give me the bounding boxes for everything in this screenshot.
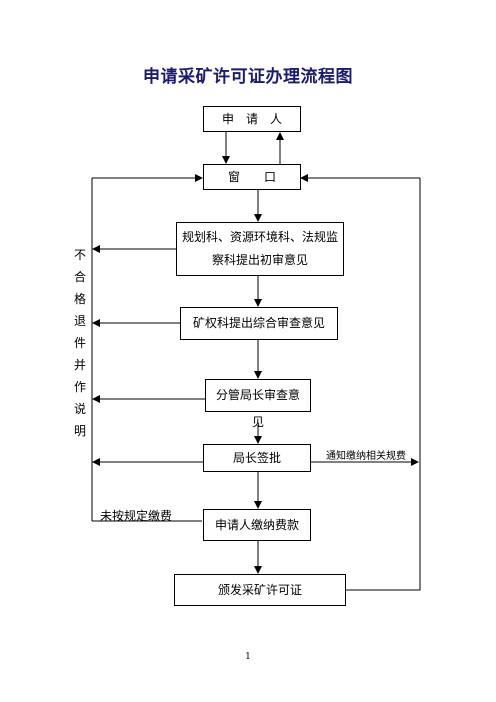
window-box: 窗 口 [203, 164, 301, 190]
deputy-director-box: 分管局长审查意 [205, 379, 311, 412]
director-sign-label: 局长签批 [232, 450, 281, 465]
reject-explanation: 不合格退件并作说明 [70, 244, 90, 442]
issue-return-line [346, 178, 421, 591]
issue-license-label: 颁发采矿许可证 [217, 582, 302, 597]
notify-fees-label: 通知缴纳相关规费 [326, 451, 406, 462]
page-number: 1 [245, 652, 251, 662]
deputy-director-line1: 分管局长审查意 [215, 388, 300, 403]
initial-review-box: 规划科、资源环境科、法规监 察科提出初审意见 [176, 222, 344, 276]
mining-rights-box: 矿权科提出综合审查意见 [180, 307, 338, 340]
unpaid-label: 未按规定缴费 [100, 509, 173, 523]
window-label: 窗 口 [227, 169, 276, 184]
reject-char: 不 [73, 248, 86, 262]
applicant-box: 申 请 人 [203, 106, 301, 132]
issue-license-box: 颁发采矿许可证 [174, 574, 346, 606]
mining-rights-label: 矿权科提出综合审查意见 [192, 316, 325, 331]
reject-char: 并 [73, 358, 86, 372]
initial-review-line2: 察科提出初审意见 [211, 253, 308, 267]
reject-char: 明 [73, 424, 86, 438]
page-title: 申请采矿许可证办理流程图 [143, 67, 353, 87]
reject-char: 件 [73, 336, 86, 350]
applicant-pays-box: 申请人缴纳费款 [203, 509, 311, 541]
reject-char: 说 [73, 402, 86, 416]
applicant-pays-label: 申请人缴纳费款 [214, 517, 299, 532]
applicant-label: 申 请 人 [221, 111, 282, 126]
deputy-director-line2: 见 [252, 415, 265, 429]
reject-char: 合 [73, 270, 86, 284]
director-sign-box: 局长签批 [203, 444, 311, 472]
initial-review-line1: 规划科、资源环境科、法规监 [181, 230, 338, 245]
reject-char: 作 [73, 380, 86, 394]
reject-char: 退 [73, 314, 86, 328]
reject-char: 格 [73, 292, 86, 306]
